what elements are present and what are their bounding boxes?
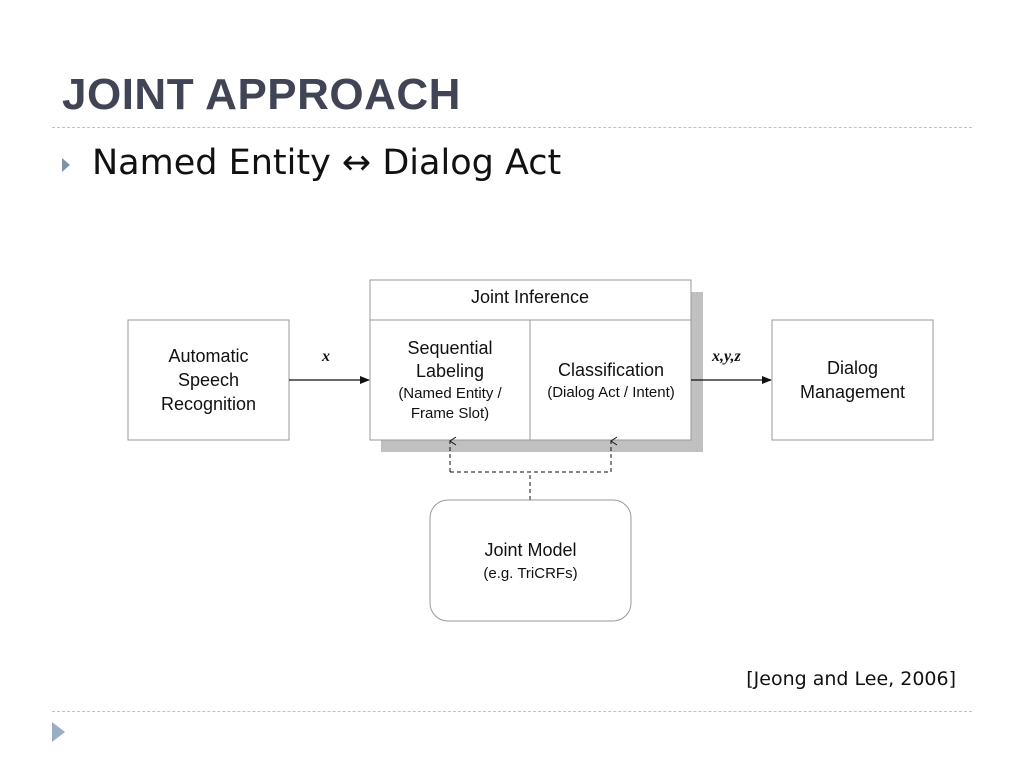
sequential-labeling-sub-line-2: Frame Slot) [411,405,489,422]
classification-sub-label: (Dialog Act / Intent) [547,384,675,401]
joint-inference-node: Joint Inference [369,279,692,441]
joint-model-label: Joint Model [484,540,576,560]
joint-model-node: Joint Model (e.g. TriCRFs) [429,499,632,622]
citation: [Jeong and Lee, 2006] [746,668,956,690]
next-slide-arrow-icon[interactable] [52,722,65,742]
title-divider [52,127,972,128]
bullet-text: Named Entity ↔ Dialog Act [92,143,562,183]
sequential-labeling-node: Sequential Labeling (Named Entity / Fram… [398,338,502,422]
output-edge-label: x,y,z [711,348,742,365]
sequential-labeling-line-1: Sequential [407,338,492,358]
footer-divider [52,711,972,712]
dialog-management-line-2: Management [800,382,905,402]
asr-label-line-2: Speech [178,370,239,390]
input-edge-label: x [321,348,330,365]
joint-inference-title: Joint Inference [471,287,589,307]
dialog-management-line-1: Dialog [827,358,878,378]
dialog-management-node: Dialog Management [771,319,934,441]
slide-title: JOINT APPROACH [62,70,461,119]
asr-label-line-1: Automatic [168,346,248,366]
joint-model-connectors [449,436,618,500]
asr-node: Automatic Speech Recognition [127,319,290,441]
joint-model-sub-label: (e.g. TriCRFs) [483,565,577,582]
sequential-labeling-line-2: Labeling [416,361,484,381]
classification-label: Classification [558,360,664,380]
bullet-arrow-icon [62,158,70,172]
asr-label-line-3: Recognition [161,394,256,414]
classification-node: Classification (Dialog Act / Intent) [547,360,675,401]
sequential-labeling-sub-line-1: (Named Entity / [398,385,502,402]
